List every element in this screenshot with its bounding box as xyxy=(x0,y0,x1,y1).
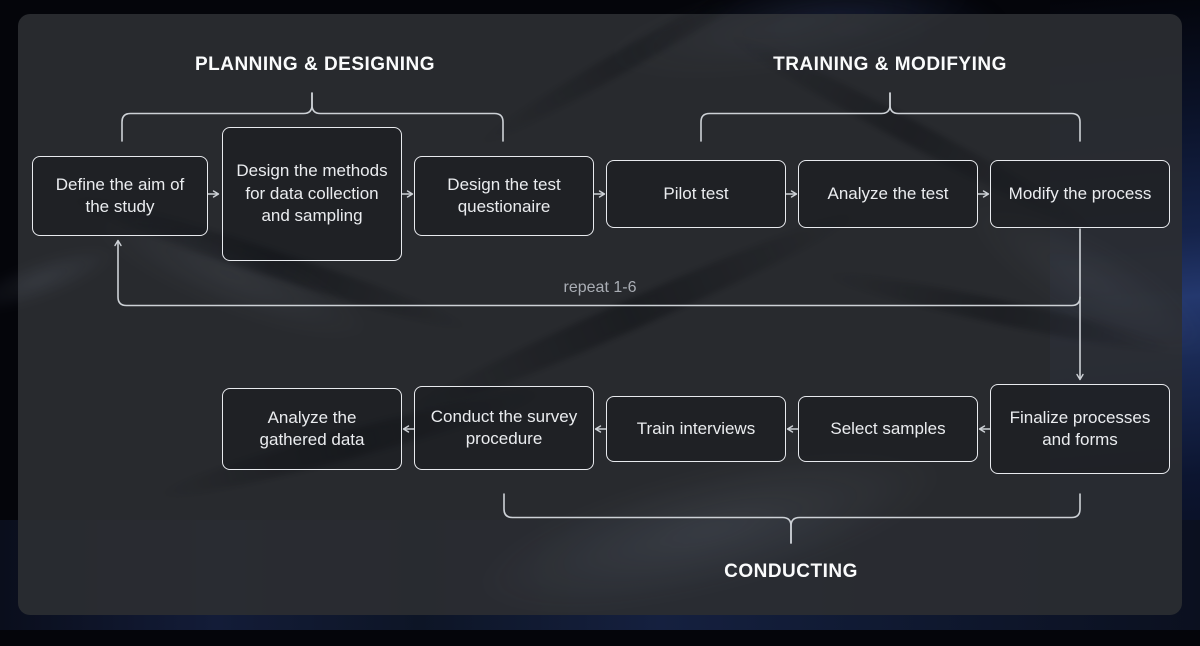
step-train-interviews: Train interviews xyxy=(606,396,786,462)
step-pilot-test: Pilot test xyxy=(606,160,786,228)
step-modify-process: Modify the process xyxy=(990,160,1170,228)
step-label: Define the aim of the study xyxy=(55,174,185,216)
step-label: Modify the process xyxy=(1008,183,1152,203)
step-conduct-survey: Conduct the survey procedure xyxy=(414,386,594,470)
step-define-aim: Define the aim of the study xyxy=(32,156,208,236)
step-label: Finalize processes and forms xyxy=(1009,407,1151,449)
step-label: Design the methods for data collection a… xyxy=(236,161,388,226)
step-label: Analyze the test xyxy=(827,183,949,203)
step-label: Design the test questionaire xyxy=(447,174,561,216)
step-analyze-gathered-data: Analyze the gathered data xyxy=(222,388,402,470)
phase-title-planning: PLANNING & DESIGNING xyxy=(194,54,436,75)
step-label: Conduct the survey procedure xyxy=(430,406,578,448)
phase-title-conducting: CONDUCTING xyxy=(724,561,858,582)
step-analyze-test: Analyze the test xyxy=(798,160,978,228)
step-finalize-processes: Finalize processes and forms xyxy=(990,384,1170,474)
planning-bracket xyxy=(121,92,313,142)
planning-bracket xyxy=(311,92,504,142)
conducting-bracket xyxy=(503,493,792,544)
step-design-methods: Design the methods for data collection a… xyxy=(222,127,402,261)
training-bracket xyxy=(889,92,1081,142)
step-label: Select samples xyxy=(830,418,946,438)
step-label: Train interviews xyxy=(636,418,756,438)
step-label: Analyze the gathered data xyxy=(259,407,365,449)
step-label: Pilot test xyxy=(663,183,729,203)
conducting-bracket xyxy=(790,493,1081,544)
flow-connectors xyxy=(114,92,1084,544)
training-bracket xyxy=(700,92,891,142)
repeat-label: repeat 1-6 xyxy=(563,279,637,296)
phase-title-training: TRAINING & MODIFYING xyxy=(773,54,1007,75)
step-select-samples: Select samples xyxy=(798,396,978,462)
step-design-questionaire: Design the test questionaire xyxy=(414,156,594,236)
